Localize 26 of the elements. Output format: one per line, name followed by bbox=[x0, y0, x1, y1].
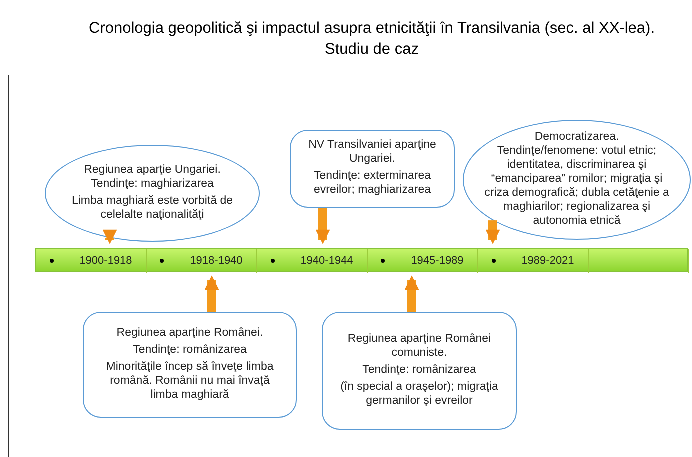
callout-text: Regiunea aparţie Ungariei. Tendinţe: maghiarizarea bbox=[83, 162, 222, 190]
period-label: 1989-2021 bbox=[522, 254, 574, 268]
callout-text: Limba maghiară este vorbită de celelalte naţionalităţi bbox=[70, 194, 234, 222]
period-label: 1945-1989 bbox=[411, 254, 464, 268]
callout-box bbox=[83, 312, 297, 418]
callout-box bbox=[290, 130, 455, 208]
period-label: 1900-1918 bbox=[80, 254, 132, 268]
period-label: 1940-1944 bbox=[300, 254, 354, 268]
arrow bbox=[102, 230, 118, 244]
arrow bbox=[316, 208, 330, 244]
callout-text: Democratizarea. Tendinţe/fenomene: votul etnic; identitatea, discriminarea şi “emanciparea” romilor; migraţia şi criza demografică; dubla cetăţenie a maghiarilor; regionalizarea şi autonomia etnică bbox=[484, 130, 670, 228]
callout-text: NV Transilvaniei aparţine Ungariei. bbox=[308, 138, 438, 166]
arrow bbox=[404, 276, 420, 312]
callout-text: (în special a oraşelor); migraţia germanilor şi evreilor bbox=[340, 380, 500, 408]
callout-box bbox=[322, 312, 517, 430]
arrow bbox=[486, 220, 500, 244]
callout-text: Tendinţe: exterminarea evreilor; maghiarizarea bbox=[313, 169, 432, 197]
callout-text: Regiunea aparţine Românei comuniste. bbox=[346, 332, 492, 360]
callout-text: Minorităţile încep să înveţe limba română. Românii nu mai învaţă limba maghiară bbox=[105, 360, 275, 402]
callout-text: Regiunea aparţine Românei. bbox=[116, 326, 264, 340]
arrow bbox=[204, 276, 220, 312]
callout-text: Tendinţe: românizarea bbox=[133, 342, 247, 356]
callout-text: Tendinţe: românizarea bbox=[362, 362, 476, 376]
period-label: 1918-1940 bbox=[190, 254, 243, 268]
timeline-bar bbox=[35, 248, 688, 272]
title: Cronologia geopolitică şi impactul asupra etnicităţii în Transilvania (sec. al XX-lea). Studiu de caz bbox=[88, 19, 656, 60]
